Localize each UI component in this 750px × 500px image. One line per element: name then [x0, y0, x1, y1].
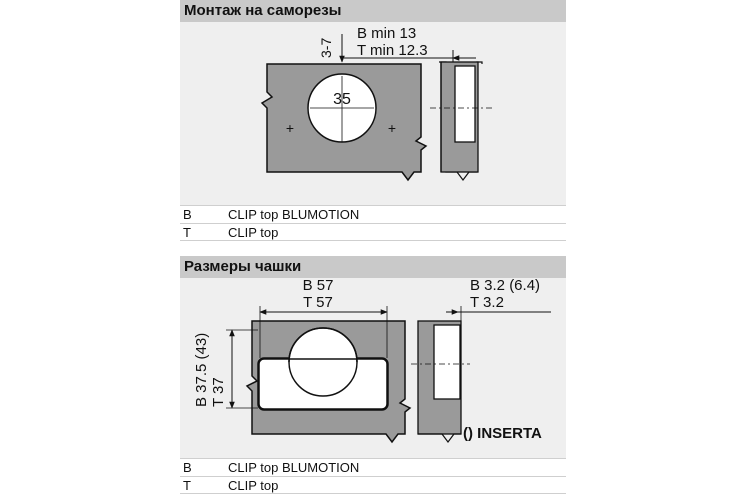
legend-key: T — [183, 225, 191, 240]
t-depth-label: T 3.2 — [470, 294, 504, 311]
cup-diameter-label: 35 — [333, 91, 351, 108]
b-height-label: B 37.5 (43) — [193, 333, 210, 407]
section1-title: Монтаж на саморезы — [184, 2, 342, 19]
section2-header: Размеры чашки — [180, 256, 566, 278]
t-min-label: T min 12.3 — [357, 42, 428, 59]
legend-key: B — [183, 207, 192, 222]
legend-value: CLIP top BLUMOTION — [228, 460, 360, 475]
side-view-1 — [430, 61, 494, 181]
t-height-label: T 37 — [210, 377, 227, 407]
legend-value: CLIP top BLUMOTION — [228, 207, 360, 222]
legend-value: CLIP top — [228, 478, 279, 493]
b-depth-label: B 3.2 (6.4) — [470, 277, 540, 294]
legend-key: B — [183, 460, 192, 475]
legend-value: CLIP top — [228, 225, 279, 240]
section1-header: Монтаж на саморезы — [180, 0, 566, 22]
side-view-2 — [411, 320, 470, 443]
section2-title: Размеры чашки — [184, 258, 302, 275]
legend-key: T — [183, 478, 191, 493]
section2-legend-row-b: B CLIP top BLUMOTION — [180, 458, 566, 476]
b-width-label: B 57 — [303, 277, 334, 294]
cup-plate-front — [245, 320, 412, 444]
screw-mark-left: + — [286, 120, 294, 136]
section1-legend-row-t: T CLIP top — [180, 223, 566, 241]
screw-mark-right: + — [388, 120, 396, 136]
inserta-note: () INSERTA — [463, 425, 542, 442]
depth-label: 3-7 — [318, 38, 334, 58]
t-width-label: T 57 — [303, 294, 333, 311]
b-min-label: B min 13 — [357, 25, 416, 42]
section1-legend-row-b: B CLIP top BLUMOTION — [180, 205, 566, 223]
section2-legend-row-t: T CLIP top — [180, 476, 566, 494]
